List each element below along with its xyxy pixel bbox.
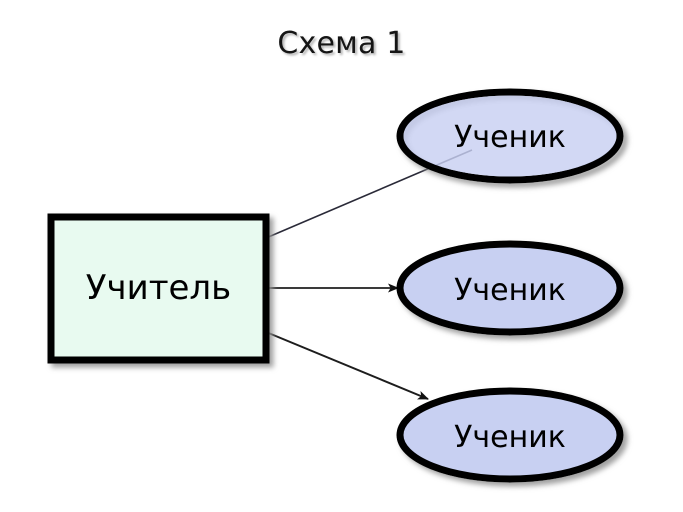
node-student-3[interactable] <box>396 387 624 483</box>
page-title: Схема 1 <box>277 26 406 61</box>
node-student-1-fill <box>402 94 618 178</box>
node-teacher[interactable] <box>47 213 270 364</box>
edge-teacher-to-student-3 <box>265 331 429 400</box>
node-student-1[interactable] <box>396 88 624 184</box>
node-student-2[interactable] <box>396 240 624 336</box>
